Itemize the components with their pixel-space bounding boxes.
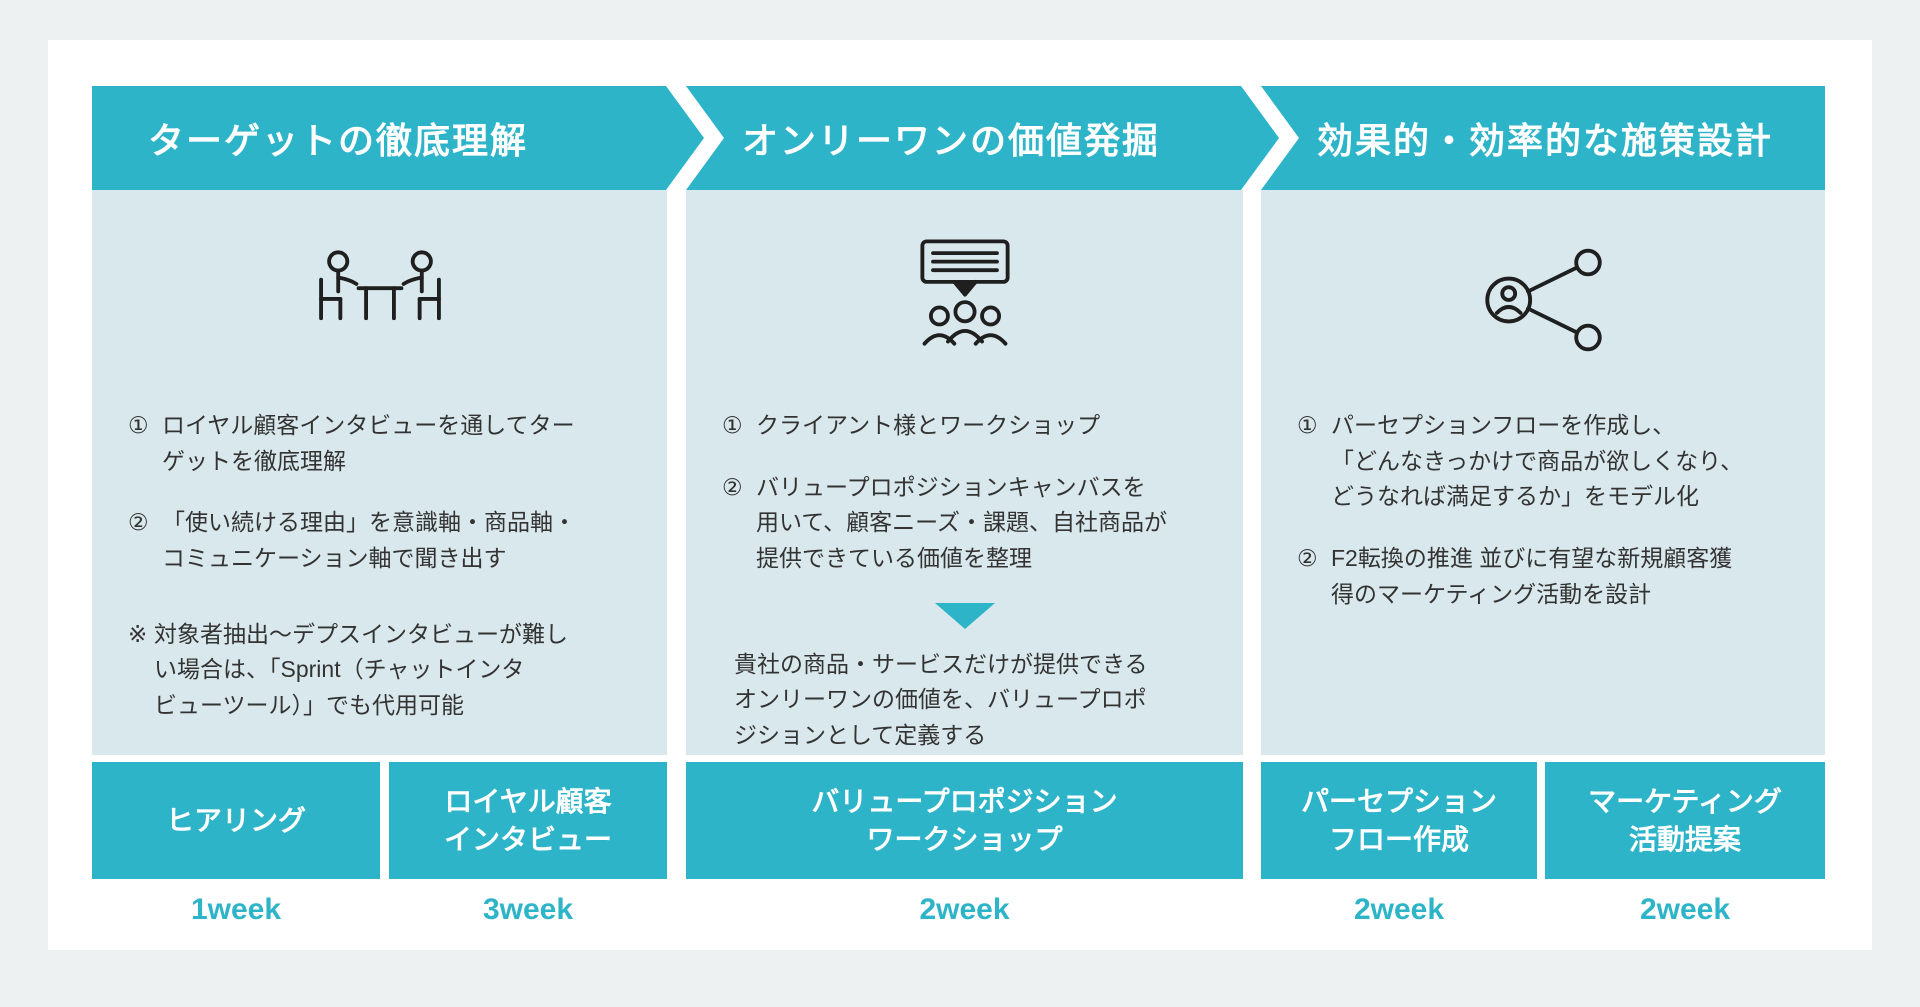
deliverable-value-proposition-workshop: バリュープロポジション ワークショップ <box>686 762 1243 879</box>
item-marker: ② <box>722 473 743 500</box>
share-icon <box>1261 226 1825 374</box>
list-item: ② バリュープロポジションキャンバスを 用いて、顧客ニーズ・課題、自社商品が 提… <box>722 470 1207 577</box>
item-marker: ① <box>1297 412 1318 438</box>
item-text: ロイヤル顧客インタビューを通してター ゲットを徹底理解 <box>162 412 575 474</box>
list-item-note: ※ 対象者抽出〜デプスインタビューが難し い場合は、「Sprint（チャットイン… <box>128 617 631 724</box>
phase-3-body: ① パーセプションフローを作成し、 「どんなきっかけで商品が欲しくなり、 どうな… <box>1261 190 1825 755</box>
phase-1-header: ターゲットの徹底理解 <box>92 86 704 190</box>
phase-1-title: ターゲットの徹底理解 <box>148 120 529 161</box>
phase-2-conclusion: 貴社の商品・サービスだけが提供できる オンリーワンの価値を、バリュープロポ ジシ… <box>734 650 1148 748</box>
phase-2-title: オンリーワンの価値発掘 <box>742 120 1161 161</box>
item-text: 対象者抽出〜デプスインタビューが難し い場合は、「Sprint（チャットインタ … <box>154 620 568 718</box>
list-item: ② F2転換の推進 並びに有望な新規顧客獲 得のマーケティング活動を設計 <box>1297 541 1789 612</box>
deliverable-hearing: ヒアリング <box>92 762 380 879</box>
duration-hearing: 1week <box>190 893 282 926</box>
phase-1-body: ① ロイヤル顧客インタビューを通してター ゲットを徹底理解 ② 「使い続ける理由… <box>92 190 667 755</box>
phase-2-header: オンリーワンの価値発掘 <box>686 86 1279 190</box>
duration-loyal-customer-interview: 3week <box>482 893 574 926</box>
item-marker: ② <box>128 509 149 536</box>
list-item: ② 「使い続ける理由」を意識軸・商品軸・ コミュニケーション軸で聞き出す <box>128 505 631 576</box>
phase-3-title: 効果的・効率的な施策設計 <box>1317 120 1774 161</box>
deliverable-marketing-proposal: マーケティング 活動提案 <box>1545 762 1825 879</box>
list-item: ① ロイヤル顧客インタビューを通してター ゲットを徹底理解 <box>128 408 631 479</box>
workshop-icon <box>686 226 1243 374</box>
phase-2-body: ① クライアント様とワークショップ ② バリュープロポジションキャンバスを 用い… <box>686 190 1243 755</box>
down-arrow-icon <box>934 602 995 629</box>
interview-icon <box>92 226 667 374</box>
phase-3-header: 効果的・効率的な施策設計 <box>1261 86 1825 190</box>
duration-value-proposition-workshop: 2week <box>919 893 1010 926</box>
deliverable-perception-flow: パーセプション フロー作成 <box>1261 762 1537 879</box>
item-text: バリュープロポジションキャンバスを 用いて、顧客ニーズ・課題、自社商品が 提供で… <box>756 473 1168 571</box>
duration-marketing-proposal: 2week <box>1639 893 1731 926</box>
item-text: 「使い続ける理由」を意識軸・商品軸・ コミュニケーション軸で聞き出す <box>162 509 576 571</box>
diagram-card: ターゲットの徹底理解 オンリーワンの価値発掘 効果的・効率的な施策設計 <box>48 40 1872 950</box>
item-marker: ※ <box>128 620 148 647</box>
list-item: ① クライアント様とワークショップ <box>722 408 1207 444</box>
deliverable-loyal-customer-interview: ロイヤル顧客 インタビュー <box>389 762 667 879</box>
list-item: ① パーセプションフローを作成し、 「どんなきっかけで商品が欲しくなり、 どうな… <box>1297 408 1789 515</box>
duration-perception-flow: 2week <box>1353 893 1445 926</box>
item-marker: ① <box>128 412 149 438</box>
item-text: F2転換の推進 並びに有望な新規顧客獲 得のマーケティング活動を設計 <box>1331 544 1733 607</box>
item-text: パーセプションフローを作成し、 「どんなきっかけで商品が欲しくなり、 どうなれば… <box>1331 412 1744 510</box>
item-marker: ① <box>722 412 743 438</box>
item-text: クライアント様とワークショップ <box>756 412 1101 438</box>
item-marker: ② <box>1297 544 1318 571</box>
